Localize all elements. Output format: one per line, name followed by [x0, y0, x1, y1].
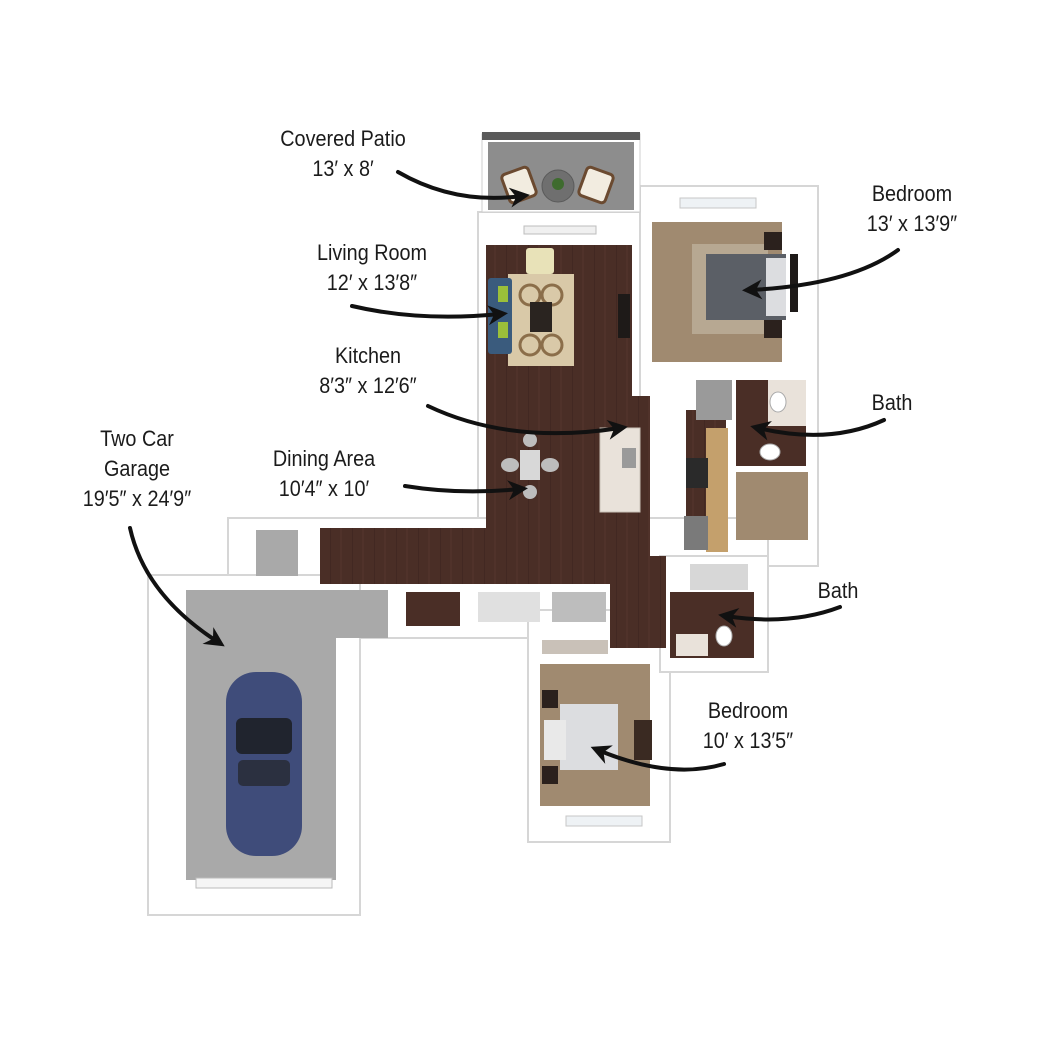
label-name: Bedroom — [871, 181, 953, 206]
label-name: Dining Area — [272, 446, 376, 471]
label-covered-patio: Covered Patio 13′ x 8′ — [271, 124, 415, 184]
kitchen-counter — [706, 428, 728, 552]
arrow-second-bedroom — [590, 745, 726, 772]
label-name: Bath — [871, 390, 913, 415]
label-bath-1: Bath — [856, 388, 928, 418]
arrow-second-bath — [718, 605, 842, 628]
kitchen-island — [599, 427, 641, 513]
label-living-room: Living Room 12′ x 13′8″ — [307, 238, 437, 298]
label-size: 10′ x 13′5″ — [702, 728, 794, 753]
label-name: Bedroom — [707, 698, 789, 723]
armchair — [526, 248, 554, 274]
arrow-master-bath — [750, 418, 886, 441]
second-bed — [560, 704, 618, 770]
second-bath — [670, 564, 754, 658]
label-name: Kitchen — [334, 343, 402, 368]
arrow-master-bedroom — [742, 248, 900, 300]
label-size: 13′ x 8′ — [312, 156, 374, 181]
label-kitchen: Kitchen 8′3″ x 12′6″ — [303, 341, 433, 401]
arrow-patio — [396, 170, 530, 208]
label-name: Bath — [817, 578, 859, 603]
label-line2: Garage — [103, 456, 171, 481]
label-dining-area: Dining Area 10′4″ x 10′ — [259, 444, 389, 504]
range — [686, 458, 708, 488]
label-garage: Two Car Garage 19′5″ x 24′9″ — [70, 424, 205, 514]
label-line1: Two Car — [100, 426, 174, 451]
patio-chair-right — [577, 165, 615, 205]
sliding-door — [523, 225, 597, 235]
label-name: Living Room — [316, 240, 428, 265]
coffee-table — [530, 302, 552, 332]
closets — [406, 592, 608, 654]
label-size: 13′ x 13′9″ — [866, 211, 958, 236]
label-size: 10′4″ x 10′ — [278, 476, 370, 501]
label-bedroom-2: Bedroom 10′ x 13′5″ — [694, 696, 802, 756]
arrow-garage — [128, 526, 225, 647]
master-bath — [696, 380, 808, 540]
label-name: Covered Patio — [280, 126, 406, 151]
master-bedroom — [652, 197, 798, 362]
label-size: 12′ x 13′8″ — [326, 270, 418, 295]
car — [226, 672, 302, 856]
label-size: 8′3″ x 12′6″ — [319, 373, 417, 398]
label-bath-2: Bath — [802, 576, 874, 606]
arrow-living-room — [350, 304, 508, 326]
arrow-dining — [403, 480, 528, 501]
arrows — [128, 170, 900, 772]
kitchen — [599, 427, 728, 552]
label-size: 19′5″ x 24′9″ — [82, 486, 192, 511]
tv-console — [618, 294, 630, 338]
second-bedroom — [540, 664, 652, 827]
living-room-furniture — [488, 225, 630, 366]
refrigerator — [684, 516, 708, 550]
arrow-kitchen — [426, 404, 628, 440]
covered-patio — [481, 132, 641, 213]
label-bedroom-1: Bedroom 13′ x 13′9″ — [853, 179, 972, 239]
